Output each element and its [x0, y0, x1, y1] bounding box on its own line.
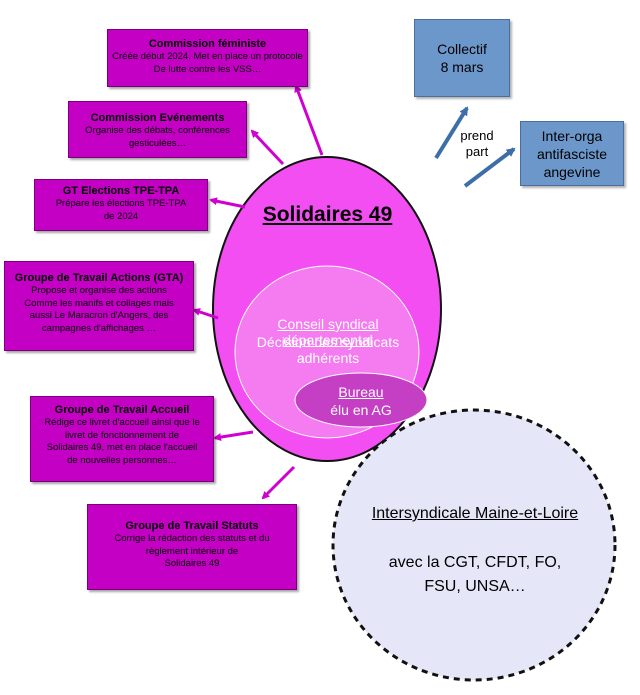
group-line: de 2024	[103, 210, 139, 222]
group-line: campagnes d'affichages …	[41, 322, 157, 334]
group-actions-gta: Groupe de Travail Actions (GTA) Propose …	[4, 261, 194, 351]
arrow-to-collectif	[434, 106, 469, 160]
group-line: aussi Le Maracron d'Angers, des	[29, 310, 169, 321]
intersyndicale-line: avec la CGT, CFDT, FO,	[388, 554, 562, 571]
group-line: de nouvelles personnes…	[67, 454, 177, 466]
partner-inter-orga: Inter-orga antifasciste angevine	[520, 121, 624, 186]
group-line: De lutte contre les VSS…	[153, 63, 262, 75]
group-gt-elections: GT Elections TPE-TPA Prépare les électio…	[34, 179, 208, 231]
group-line: règlement intérieur de	[145, 545, 239, 557]
arrow-to-feministe	[294, 84, 324, 156]
main-title: Solidaires 49	[262, 203, 393, 226]
group-line: Comme les manifs et collages mais	[24, 297, 174, 309]
intersyndicale-title: Intersyndicale Maine-et-Loire	[371, 505, 579, 522]
conseil-description: Décision des syndicats adhérents	[256, 334, 400, 366]
partner-collectif-8-mars: Collectif 8 mars	[414, 19, 510, 97]
group-line: Solidaires 49	[164, 558, 220, 569]
group-line: livret de fonctionnement de	[64, 429, 180, 441]
partner-line: 8 mars	[440, 59, 484, 75]
group-line: Prépare les élections TPE-TPA	[55, 198, 187, 209]
arrow-to-elections	[209, 197, 246, 209]
arrow-to-actions	[192, 308, 219, 320]
arrow-to-accueil	[213, 430, 254, 442]
group-accueil: Groupe de Travail Accueil Rédige ce livr…	[30, 396, 214, 482]
group-title: Groupe de Travail Statuts	[125, 520, 259, 532]
bureau-description: élu en AG	[330, 402, 392, 418]
arrow-to-evenements	[250, 129, 285, 166]
conseil-title: Conseil syndical départemental	[277, 316, 379, 348]
partner-line: antifasciste	[536, 145, 608, 162]
group-commission-evenements: Commission Evénements Organise des débat…	[68, 101, 247, 158]
intersyndicale-description: avec la CGT, CFDT, FO, FSU, UNSA…	[355, 551, 595, 599]
arrow-to-statuts	[261, 465, 296, 500]
prend-part-line: part	[465, 144, 489, 159]
group-title: Commission Evénements	[90, 112, 225, 124]
prend-part-label: prend part	[452, 128, 502, 160]
group-line: Corrige la rédaction des statuts et du	[114, 533, 270, 544]
intersyndicale-circle	[331, 408, 617, 682]
intersyndicale-line: FSU, UNSA…	[424, 578, 526, 595]
arrow-to-inter-orga	[463, 147, 516, 188]
partner-line: Inter-orga	[541, 127, 603, 144]
group-line: Créée début 2024. Met en place un protoc…	[112, 51, 303, 62]
group-statuts: Groupe de Travail Statuts Corrige la réd…	[87, 504, 297, 590]
partner-line: angevine	[543, 163, 601, 180]
bureau-ellipse	[294, 372, 428, 428]
group-line: Organise des débats, conférences	[85, 125, 230, 136]
group-title: Commission féministe	[148, 38, 267, 50]
bureau-title: Bureau	[338, 384, 384, 400]
group-commission-feministe: Commission féministe Créée début 2024. M…	[107, 29, 308, 87]
prend-part-line: prend	[460, 128, 494, 143]
group-line: Rédige ce livret d'accueil ainsi que le	[44, 417, 200, 428]
group-title: GT Elections TPE-TPA	[62, 185, 180, 197]
group-title: Groupe de Travail Actions (GTA)	[14, 272, 184, 284]
group-line: Solidaires 49, met en place l'accueil	[46, 442, 198, 453]
group-line: gesticulées…	[128, 137, 187, 149]
group-title: Groupe de Travail Accueil	[54, 404, 190, 416]
group-line: Propose et organise des actions	[31, 285, 167, 296]
partner-line: Collectif	[437, 41, 487, 57]
